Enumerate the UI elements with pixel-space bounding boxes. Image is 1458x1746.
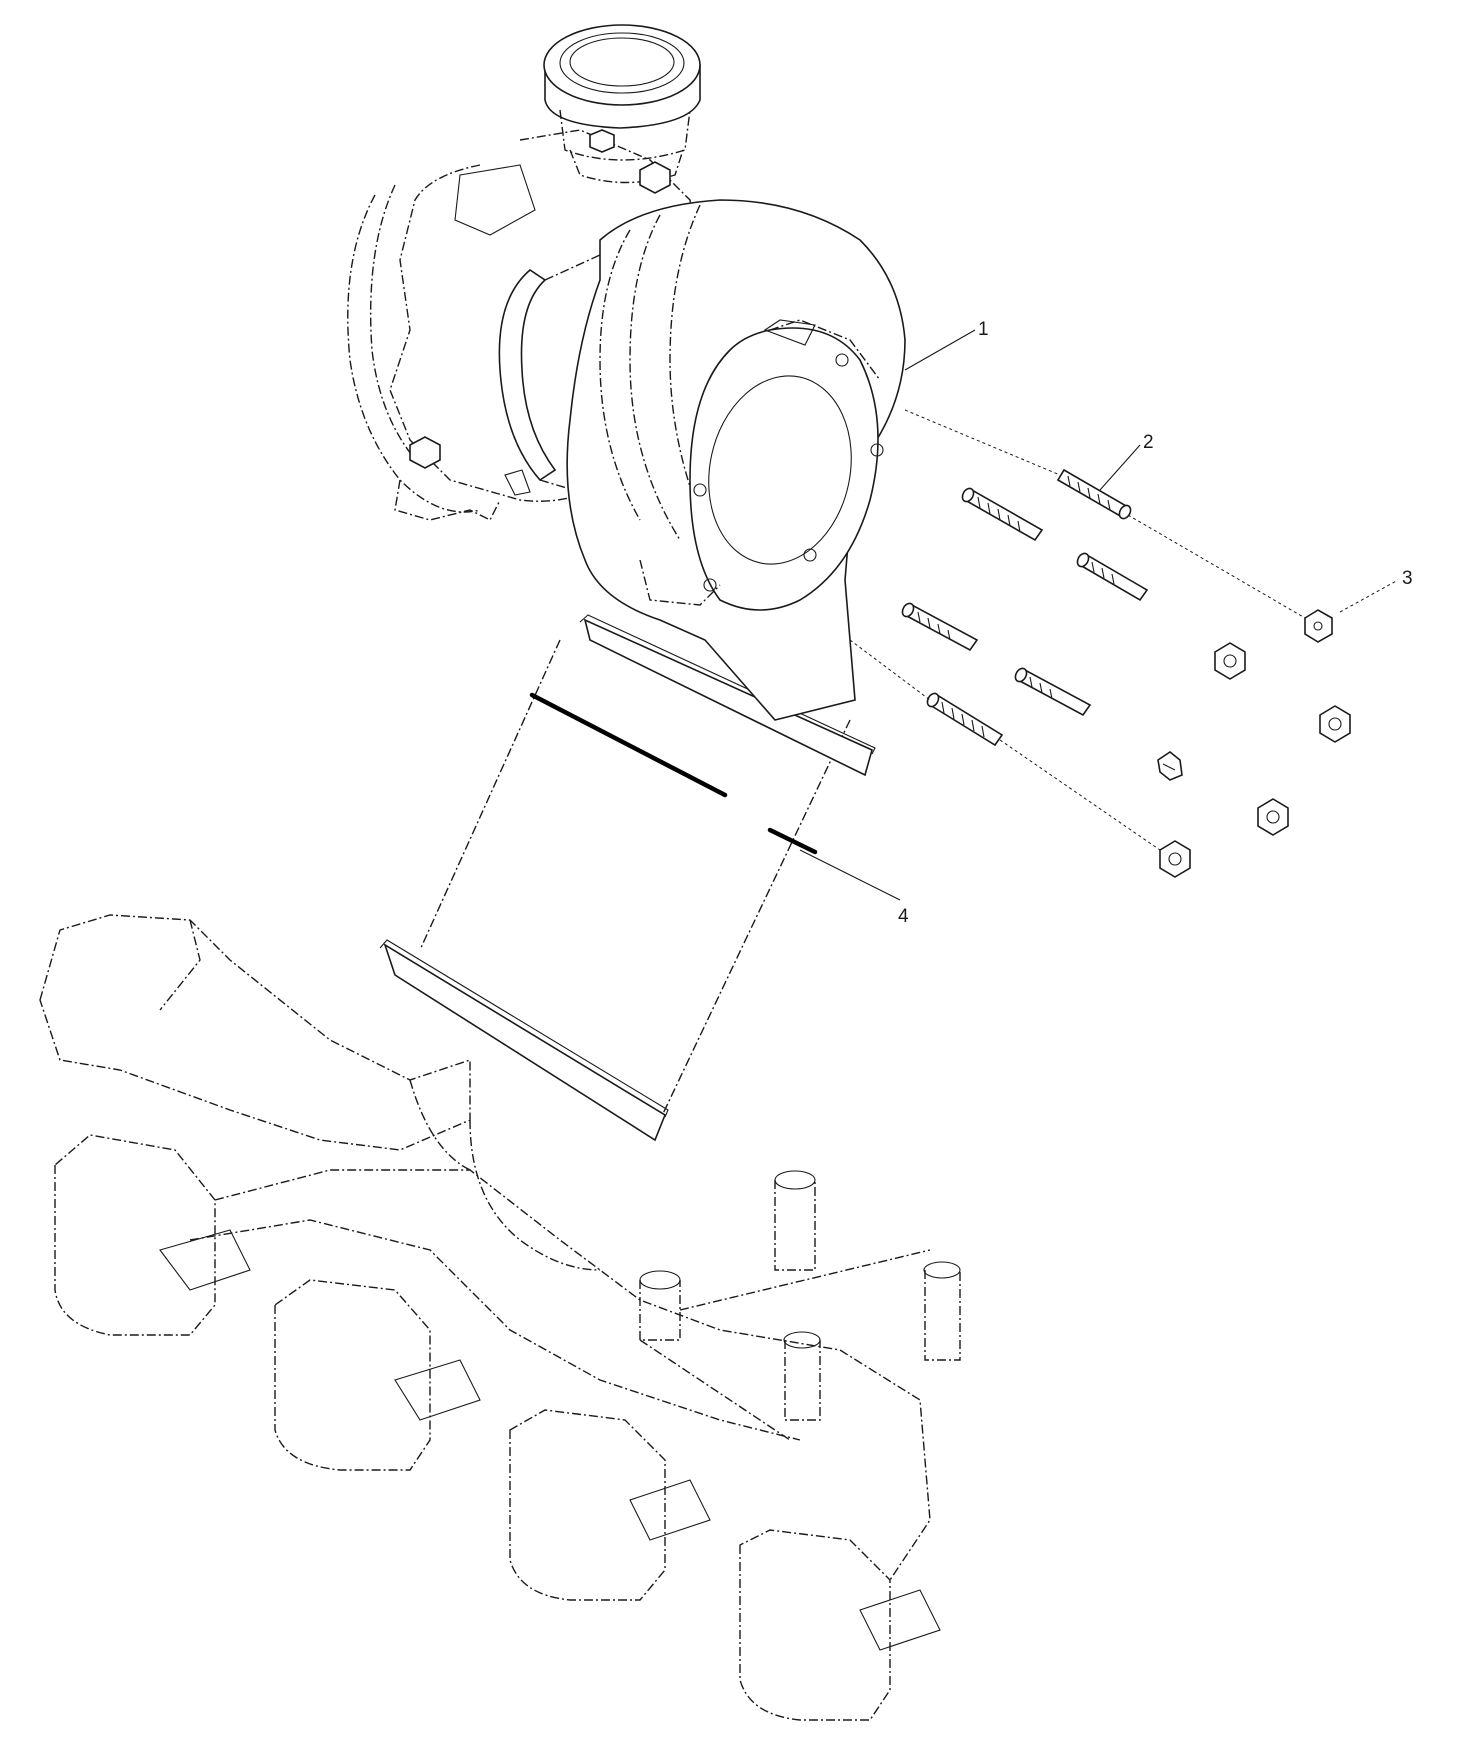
callout-4: 4: [799, 849, 909, 927]
stud-5: [1014, 667, 1092, 717]
callout-1-label: 1: [978, 319, 989, 340]
callout-2-label: 2: [1143, 432, 1154, 453]
manifold-stud-1: [639, 1270, 681, 1341]
callout-3-label: 3: [1402, 568, 1413, 589]
compressor-bolt-3: [589, 129, 615, 153]
manifold-stud-3: [783, 1331, 821, 1421]
manifold-stud-2: [774, 1170, 816, 1271]
callout-4-label: 4: [898, 906, 909, 927]
exhaust-adapter-pipe: [379, 614, 876, 1142]
compressor-bolt-2: [409, 436, 441, 469]
nut-1: [1304, 609, 1333, 643]
manifold-stud-4: [923, 1261, 961, 1361]
studs: [901, 468, 1149, 747]
stud-1: [1056, 468, 1132, 520]
stud-6: [926, 692, 1004, 747]
nut-6: [1159, 840, 1191, 878]
compressor-housing: [347, 129, 701, 521]
assembly-lines: [849, 409, 1306, 851]
callout-2: 2: [1099, 432, 1154, 491]
gasket: [529, 692, 818, 855]
turbine-housing: [566, 199, 906, 721]
exhaust-manifold: [39, 914, 961, 1721]
nut-4: [1157, 751, 1183, 781]
stud-2: [961, 487, 1044, 542]
stud-3: [1076, 552, 1149, 602]
stud-4: [901, 602, 979, 652]
compressor-bolt-1: [639, 161, 671, 194]
turbocharger: [347, 24, 906, 721]
callout-3: 3: [1339, 568, 1413, 613]
nuts: [1157, 609, 1351, 878]
nut-5: [1257, 798, 1289, 836]
nut-2: [1214, 642, 1246, 680]
compressor-inlet: [543, 24, 701, 184]
callout-1: 1: [904, 319, 989, 371]
nut-3: [1319, 705, 1351, 743]
